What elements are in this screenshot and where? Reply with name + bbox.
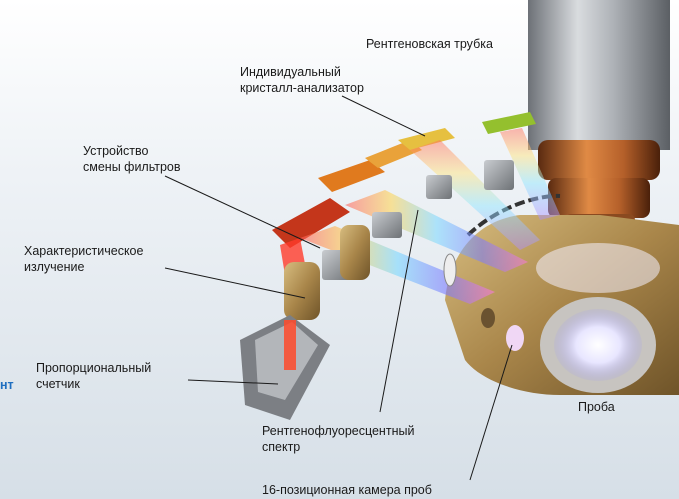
label-sample: Проба — [578, 400, 615, 415]
label-chamber: 16-позиционная камера проб — [262, 483, 432, 498]
label-char-line2: излучение — [24, 260, 84, 275]
label-cut-edge: нт — [0, 378, 14, 393]
label-char-line1: Характеристическое — [24, 244, 143, 259]
label-filter-line1: Устройство — [83, 144, 148, 159]
label-crystal-line1: Индивидуальный — [240, 65, 341, 80]
label-spectrum-line2: спектр — [262, 440, 300, 455]
label-filter-line2: смены фильтров — [83, 160, 181, 175]
label-counter-line1: Пропорциональный — [36, 361, 151, 376]
label-spectrum-line1: Рентгенофлуоресцентный — [262, 424, 414, 439]
label-xray-tube: Рентгеновская трубка — [366, 37, 493, 52]
label-counter-line2: счетчик — [36, 377, 80, 392]
label-crystal-line2: кристалл-анализатор — [240, 81, 364, 96]
